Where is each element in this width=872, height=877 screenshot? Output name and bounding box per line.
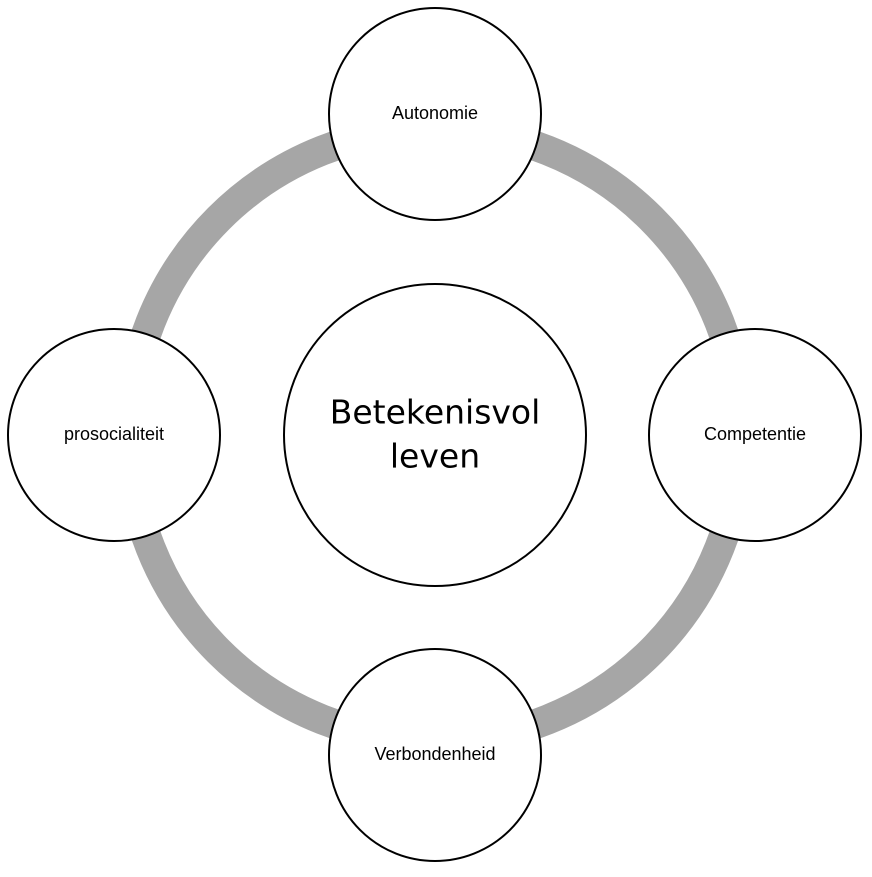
node-label-right: Competentie [704,424,806,444]
node-label-top: Autonomie [392,103,478,123]
center-label-line1: Betekenisvol [330,393,541,432]
center-circle [283,283,587,587]
node-competentie: Competentie [648,328,862,542]
node-circle-left [7,328,221,542]
node-circle-bottom [328,648,542,862]
node-circle-top [328,7,542,221]
node-prosocialiteit: prosocialiteit [7,328,221,542]
node-autonomie: Autonomie [328,7,542,221]
node-circle-right [648,328,862,542]
node-verbondenheid: Verbondenheid [328,648,542,862]
center-node: Betekenisvol leven [283,283,587,587]
center-label-line2: leven [390,437,480,476]
node-label-bottom: Verbondenheid [374,744,495,764]
node-label-left: prosocialiteit [64,424,164,444]
